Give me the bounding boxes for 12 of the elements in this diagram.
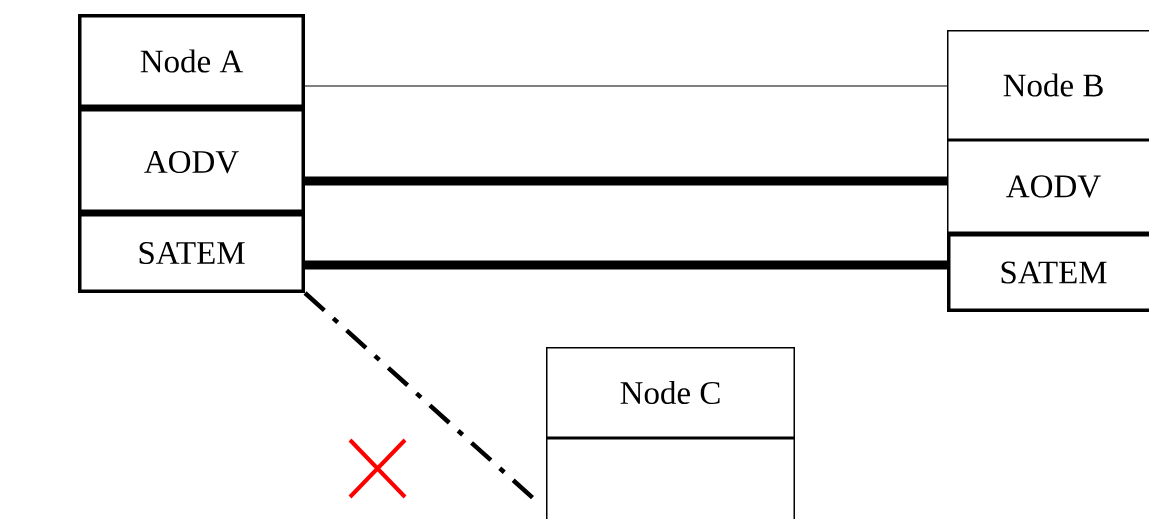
header-box: Node C	[546, 347, 795, 438]
header-box: Node B	[947, 30, 1149, 140]
connector-line	[305, 260, 947, 270]
connector-line	[305, 176, 947, 186]
connector-line	[304, 85, 948, 87]
protocol-box: AODV	[947, 140, 1149, 233]
protocol-box: SATEM	[78, 213, 305, 293]
empty-box	[546, 438, 795, 519]
header-box: Node A	[78, 14, 305, 108]
protocol-box: AODV	[78, 108, 305, 213]
protocol-box: SATEM	[947, 233, 1149, 312]
connector-line	[303, 291, 536, 501]
